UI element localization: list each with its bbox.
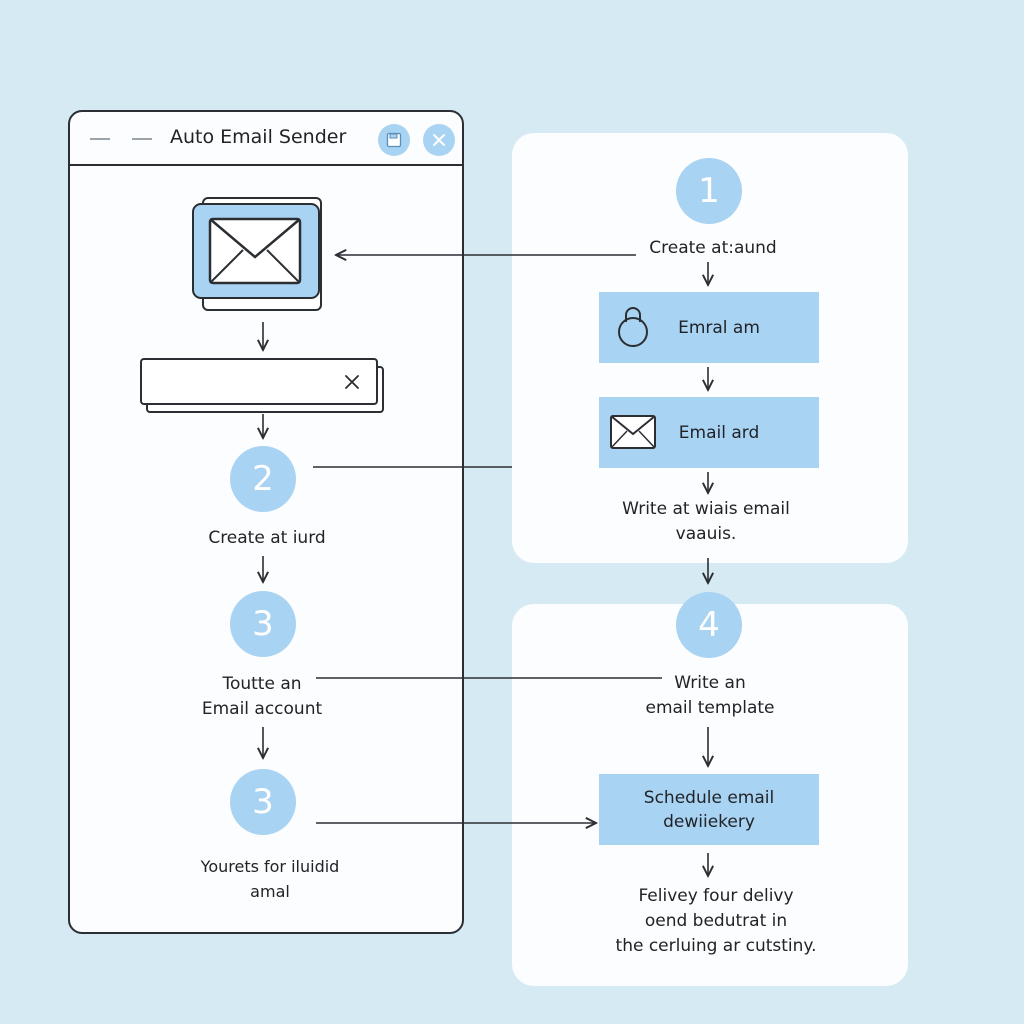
close-button[interactable] [423, 124, 455, 156]
lock-icon [618, 307, 648, 347]
footer-note: Felivey four delivy oend bedutrat in the… [615, 886, 817, 956]
step-label: Create at:aund [649, 238, 777, 258]
minimize-dash [90, 138, 110, 140]
step-label: Yourets for iluidid amal [200, 857, 340, 901]
save-button[interactable] [378, 124, 410, 156]
step-note: Write at wiais email vaauis. [622, 499, 790, 544]
box-label: Email ard [678, 422, 760, 443]
recipient-input[interactable] [140, 358, 378, 405]
email-card-box[interactable]: Email ard [599, 397, 819, 468]
window-title: Auto Email Sender [170, 126, 347, 148]
step-circle: 3 [230, 591, 296, 657]
window-titlebar: Auto Email Sender [70, 112, 462, 166]
clear-icon[interactable] [344, 374, 360, 390]
minimize-dash [132, 138, 152, 140]
step-circle: 4 [676, 592, 742, 658]
step-circle: 2 [230, 446, 296, 512]
email-account-box[interactable]: Emral am [599, 292, 819, 363]
box-label: Schedule email [643, 787, 775, 808]
step-label: Write an email template [645, 673, 775, 718]
save-icon [386, 132, 402, 148]
step-circle: 1 [676, 158, 742, 224]
step-label: Toutte an Email account [201, 674, 323, 719]
close-icon [433, 134, 445, 146]
schedule-delivery-box[interactable]: Schedule email dewiiekery [599, 774, 819, 845]
box-label: Emral am [678, 317, 760, 338]
step-label: Create at iurd [208, 528, 326, 548]
step-circle: 3 [230, 769, 296, 835]
envelope-icon [610, 415, 656, 449]
box-label: dewiiekery [663, 811, 755, 832]
envelope-card-icon [192, 197, 322, 311]
